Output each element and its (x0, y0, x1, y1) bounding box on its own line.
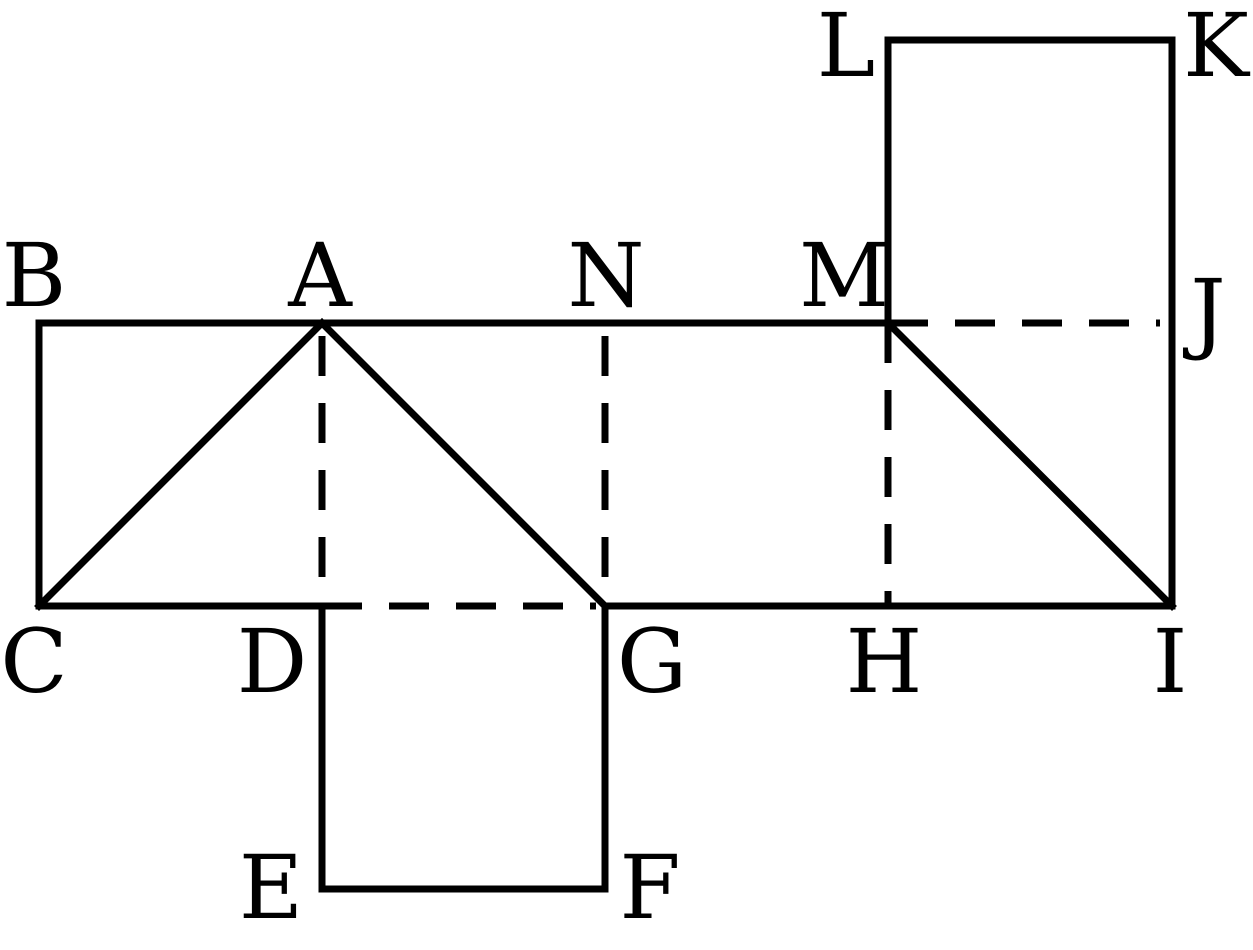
vertex-label-a: A (287, 224, 353, 327)
vertex-label-h: H (846, 610, 923, 713)
vertex-label-g: G (617, 610, 687, 713)
vertex-label-b: B (2, 224, 67, 327)
vertex-label-c: C (0, 610, 67, 713)
vertex-label-k: K (1183, 0, 1251, 97)
vertex-label-e: E (239, 836, 303, 939)
vertex-label-d: D (237, 610, 308, 713)
vertex-label-j: J (1182, 260, 1225, 363)
edge-a-g (317, 318, 610, 611)
vertex-label-l: L (817, 0, 875, 97)
edge-c-a (34, 318, 327, 611)
edge-m-i (883, 318, 1177, 611)
vertex-label-m: M (799, 224, 889, 327)
vertex-label-n: N (568, 224, 645, 327)
vertex-label-i: I (1153, 610, 1188, 713)
vertex-label-f: F (619, 836, 680, 939)
